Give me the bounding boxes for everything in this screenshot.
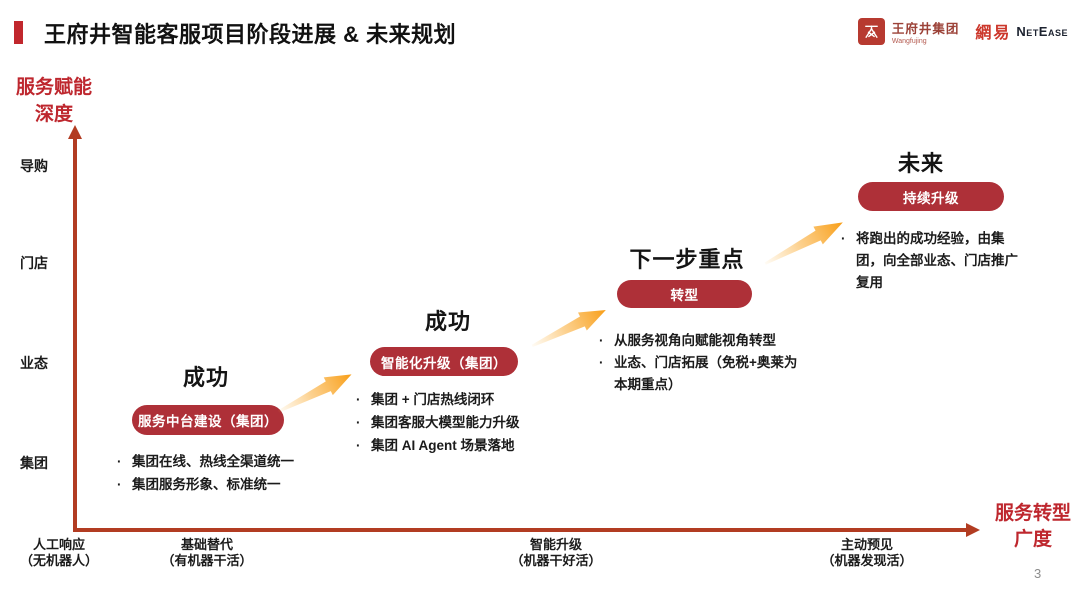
x-tick-1: 人工响应 （无机器人） [19, 537, 98, 568]
bullet-dot: · [356, 415, 361, 430]
list-item: · 将跑出的成功经验，由集团，向全部业态、门店推广复用 [841, 228, 1023, 294]
y-tick-yetai: 业态 [20, 355, 48, 371]
y-axis-arrowhead-icon [68, 125, 82, 139]
bullet-dot: · [117, 454, 122, 469]
bullet-dot: · [599, 333, 604, 348]
stage2-heading: 成功 [424, 309, 471, 334]
list-item: · 集团服务形象、标准统一 [117, 473, 327, 496]
y-tick-daogou: 导购 [20, 158, 48, 174]
x-axis-line [75, 528, 968, 532]
list-item: · 集团在线、热线全渠道统一 [117, 450, 327, 473]
stage3-pill: 转型 [617, 280, 752, 308]
bullet-dot: · [841, 231, 846, 246]
wangfujing-name: 王府井集团 [891, 21, 960, 36]
stage4-heading: 未来 [897, 151, 944, 176]
wangfujing-subtitle: Wangfujing [891, 37, 927, 45]
slide-title: 王府井智能客服项目阶段进展 & 未来规划 [44, 22, 457, 47]
x-axis-arrowhead-icon [966, 523, 980, 537]
x-tick-3: 智能升级 （机器干好活） [510, 537, 602, 568]
y-tick-mendian: 门店 [20, 255, 48, 271]
title-accent-bar [14, 21, 23, 44]
bullet-dot: · [117, 477, 122, 492]
x-tick-2: 基础替代 （有机器干活） [161, 537, 253, 568]
stage2-bullets: · 集团 + 门店热线闭环 · 集团客服大模型能力升级 · 集团 AI Agen… [356, 388, 571, 457]
stage3-heading: 下一步重点 [629, 247, 745, 272]
progress-arrow-3-icon [759, 211, 849, 275]
wangfujing-logo-text: 王府井集团 Wangfujing [892, 18, 960, 45]
list-item: · 集团客服大模型能力升级 [356, 411, 571, 434]
progress-arrow-1-icon [273, 363, 358, 423]
x-tick-4: 主动预见 （机器发现活） [821, 537, 913, 568]
stage2-pill: 智能化升级（集团） [370, 347, 518, 376]
stage4-pill: 持续升级 [858, 182, 1004, 211]
list-item: · 集团 + 门店热线闭环 [356, 388, 571, 411]
netease-en-logo: NetEase [1016, 23, 1068, 39]
list-item: · 集团 AI Agent 场景落地 [356, 434, 571, 457]
bullet-dot: · [356, 438, 361, 453]
y-axis-title: 服务赋能 深度 [15, 77, 92, 125]
y-tick-jituan: 集团 [20, 455, 48, 471]
list-item: · 从服务视角向赋能视角转型 [599, 330, 811, 352]
netease-cn-logo: 網易 [975, 25, 1012, 42]
y-axis-line [73, 138, 77, 532]
progress-arrow-2-icon [526, 298, 611, 357]
x-axis-title: 服务转型 广度 [994, 503, 1071, 550]
list-item: · 业态、门店拓展（免税+奥莱为本期重点） [599, 352, 811, 396]
page-number: 3 [1034, 566, 1042, 581]
wangfujing-logo-icon [857, 17, 885, 45]
stage1-pill: 服务中台建设（集团） [132, 405, 284, 435]
stage1-bullets: · 集团在线、热线全渠道统一 · 集团服务形象、标准统一 [117, 450, 327, 496]
stage4-bullets: · 将跑出的成功经验，由集团，向全部业态、门店推广复用 [841, 228, 1023, 294]
stage1-heading: 成功 [182, 365, 229, 390]
stage3-bullets: · 从服务视角向赋能视角转型 · 业态、门店拓展（免税+奥莱为本期重点） [599, 330, 811, 396]
logo-group: 王府井集团 Wangfujing 網易 NetEase [857, 15, 1068, 47]
bullet-dot: · [599, 355, 604, 370]
bullet-dot: · [356, 392, 361, 407]
